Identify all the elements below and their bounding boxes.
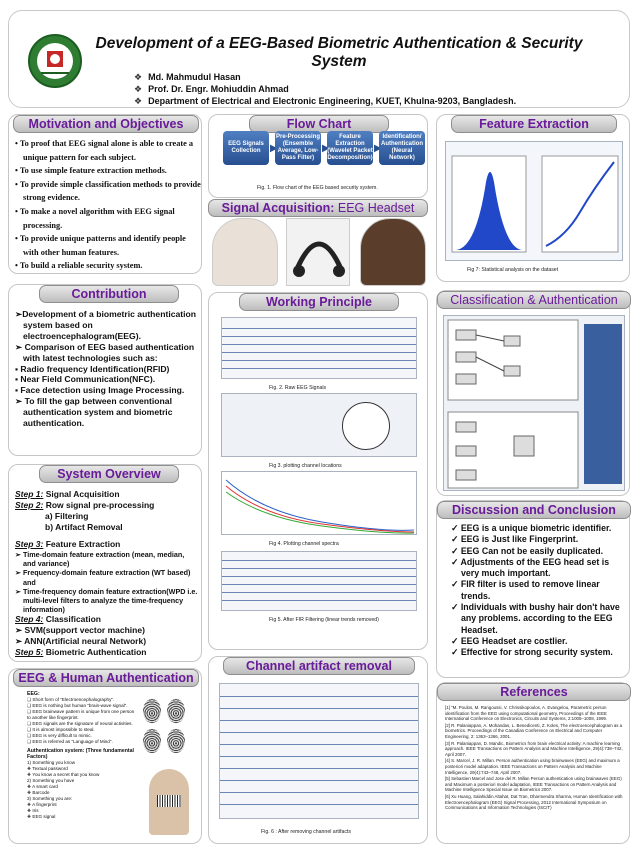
- fir-filter-figure: [221, 551, 417, 611]
- contribution-panel: Contribution ➢Development of a biometric…: [8, 284, 202, 456]
- flow-box-preprocessing: Pre-Processing (Ensemble Average, Low-Pa…: [275, 131, 321, 165]
- working-principle-panel: Working Principle Fig. 2. Raw EEG Signal…: [208, 292, 428, 650]
- list-item: • To provide simple classification metho…: [15, 179, 201, 203]
- discussion-title: Discussion and Conclusion: [437, 501, 631, 519]
- feature-extraction-title: Feature Extraction: [451, 115, 617, 133]
- list-item: [5] Sebastien Marcel and Jose del R. Mil…: [445, 776, 622, 793]
- references-list: [1] "M. Poulos, M. Rangoussi, V. Chrissi…: [445, 705, 625, 812]
- arrow-icon: ▶: [270, 143, 278, 154]
- references-title: References: [437, 683, 631, 701]
- motivation-list: • To proof that EEG signal alone is able…: [13, 137, 201, 273]
- list-item: • To proof that EEG signal alone is able…: [15, 139, 194, 162]
- list-item: ▪ Radio frequency Identification(RFID): [15, 363, 170, 374]
- flow-box-collection: EEG Signals Collection: [223, 131, 269, 165]
- fingerprint-image: [143, 699, 161, 723]
- eeg-human-panel: EEG & Human Authentication EEG: ❑ Short …: [8, 668, 202, 844]
- system-overview-steps: Step 1: Signal Acquisition Step 2: Row s…: [15, 489, 198, 658]
- flow-box-identification: Identification/ Authentication (Neural N…: [379, 131, 425, 165]
- author-2: Prof. Dr. Engr. Mohiuddin Ahmad: [148, 84, 289, 94]
- list-item: • To make a novel algorithm with EEG sig…: [15, 206, 175, 230]
- references-panel: References [1] "M. Poulos, M. Rangoussi,…: [436, 682, 631, 844]
- list-item: ▪ Face detection using Image Processing.: [15, 385, 185, 396]
- author-1: Md. Mahmudul Hasan: [148, 72, 241, 82]
- poster-header: Development of a EEG-Based Biometric Aut…: [8, 10, 630, 108]
- fig3-caption: Fig 3. plotting channel locations: [269, 463, 342, 469]
- contribution-list: ➢Development of a biometric authenticati…: [15, 309, 197, 429]
- channel-artifact-panel: Channel artifact removal Fig. 6 : After …: [208, 656, 428, 844]
- channel-artifact-title: Channel artifact removal: [223, 657, 415, 675]
- list-item: ✓ Effective for strong security system.: [451, 647, 613, 658]
- university-logo: [27, 33, 83, 89]
- arrow-icon: ▶: [322, 143, 330, 154]
- list-item: [4] S. Marcel, J. R. Millan. Person auth…: [445, 758, 620, 775]
- list-item: ✓ EEG is Just like Fingerprint.: [451, 534, 579, 545]
- channel-locations-figure: [221, 393, 417, 457]
- fig5-caption: Fig 5. After FIR Filtering (linear trend…: [269, 617, 379, 623]
- list-item: ➢Development of a biometric authenticati…: [15, 309, 197, 341]
- working-principle-title: Working Principle: [239, 293, 399, 311]
- list-item: [2] R. Palaniappan, A. Mohandas, L. Bene…: [445, 722, 623, 739]
- poster-title: Development of a EEG-Based Biometric Aut…: [95, 35, 583, 70]
- list-item: • To provide unique patterns and identif…: [15, 234, 186, 257]
- flow-box-feature-extraction: Feature Extraction (Wavelet Packet Decom…: [327, 131, 373, 165]
- discussion-panel: Discussion and Conclusion ✓ EEG is a uni…: [436, 500, 631, 678]
- arrow-icon: ▶: [374, 143, 382, 154]
- eeg-human-text: EEG: ❑ Short form of "Electroencephalogr…: [27, 691, 135, 819]
- artifact-removed-figure: [219, 683, 419, 819]
- system-overview-panel: System Overview Step 1: Signal Acquisiti…: [8, 464, 202, 662]
- list-item: ➢ To fill the gap between conventional a…: [15, 396, 173, 429]
- headset-photo-2: [286, 218, 350, 286]
- flow-chart-panel: Flow Chart EEG Signals Collection ▶ Pre-…: [208, 114, 428, 198]
- list-item: • To build a reliable security system.: [15, 261, 143, 271]
- barcode-head-image: [149, 769, 189, 835]
- list-item: ✓ Individuals with bushy hair don't have…: [451, 602, 620, 635]
- motivation-panel: Motivation and Objectives • To proof tha…: [8, 114, 202, 274]
- fig2-caption: Fig. 2. Raw EEG Signals: [269, 385, 327, 391]
- headset-photo-1: [212, 218, 278, 286]
- list-item: ▪ Near Field Communication(NFC).: [15, 374, 156, 385]
- list-item: [1] "M. Poulos, M. Rangoussi, V. Chrissi…: [445, 705, 608, 722]
- system-overview-title: System Overview: [39, 465, 179, 483]
- list-item: ✓ EEG is a unique biometric identifier.: [451, 523, 612, 533]
- list-item: ✓ EEG Headset are costlier.: [451, 635, 568, 646]
- list-item: • To use simple feature extraction metho…: [15, 166, 167, 176]
- eeg-human-title: EEG & Human Authentication: [13, 669, 199, 687]
- list-item: ✓ FIR filter is used to remove linear tr…: [451, 579, 600, 601]
- fingerprint-image: [167, 699, 185, 723]
- list-item: [3] R. Palaniappan, D. Mandic, Biometric…: [445, 740, 623, 757]
- fingerprint-image: [143, 729, 161, 753]
- discussion-list: ✓ EEG is a unique biometric identifier. …: [447, 523, 625, 659]
- list-item: ✓ EEG Can not be easily duplicated.: [451, 545, 604, 556]
- headset-photo-3: [360, 218, 426, 286]
- channel-spectra-figure: [221, 471, 417, 535]
- contribution-title: Contribution: [39, 285, 179, 303]
- list-item: ✓ Adjustments of the EEG head set is ver…: [451, 556, 610, 579]
- list-item: [6] Xu Huang, Salahiddin Altahat, Dat Tr…: [445, 793, 623, 811]
- fig4-caption: Fig 4. Plotting channel spectra: [269, 541, 339, 547]
- affiliation: Department of Electrical and Electronic …: [148, 96, 517, 106]
- classification-panel: Classification & Authentication: [436, 290, 631, 496]
- fig1-caption: Fig. 1. Flow chart of the EEG based secu…: [257, 185, 378, 191]
- list-item: ➢ Comparison of EEG based authentication…: [15, 341, 195, 363]
- fig6-caption: Fig. 6 : After removing channel artifact…: [261, 829, 351, 835]
- fig7-caption: Fig 7: Statistical analysis on the datas…: [467, 267, 559, 273]
- fingerprint-image: [167, 729, 185, 753]
- raw-eeg-figure: [221, 317, 417, 379]
- feature-extraction-panel: Feature Extraction Fig 7: Statistical an…: [436, 114, 630, 282]
- classification-title: Classification & Authentication: [437, 291, 631, 309]
- motivation-title: Motivation and Objectives: [13, 115, 199, 133]
- author-list: ❖Md. Mahmudul Hasan ❖Prof. Dr. Engr. Moh…: [134, 72, 517, 106]
- neural-network-figure: [443, 315, 625, 491]
- signal-acquisition-title: Signal Acquisition: EEG Headset: [208, 199, 428, 217]
- statistical-analysis-figure: [445, 141, 623, 261]
